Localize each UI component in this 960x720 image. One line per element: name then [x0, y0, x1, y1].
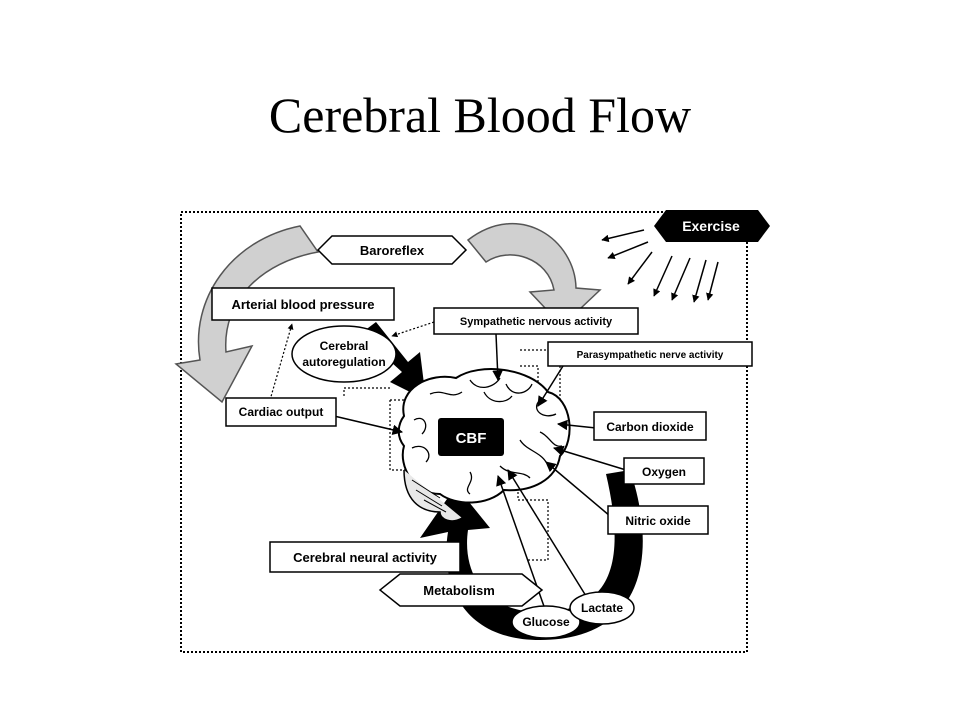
sympathetic-to-autoregulation-dotted-arrow [391, 321, 435, 338]
parasympathetic-nerve-activity-box [547, 341, 753, 367]
cardiac-output-box [225, 397, 337, 427]
carbon-dioxide-box [593, 411, 707, 441]
cerebral-autoregulation-line2: autoregulation [302, 355, 385, 369]
cardiac-to-arterial-dotted-arrow [269, 323, 294, 401]
diagram-frame [180, 211, 748, 653]
cardiac-output-label: Cardiac output [239, 405, 324, 419]
glucose-label: Glucose [522, 615, 570, 629]
glucose-node [511, 605, 581, 639]
metabolism-node [378, 573, 544, 607]
carbon-dioxide-label: Carbon dioxide [606, 420, 694, 434]
baroreflex-label: Baroreflex [360, 243, 425, 258]
nitric-oxide-label: Nitric oxide [625, 514, 691, 528]
cerebral-autoregulation-line1: Cerebral [320, 339, 369, 353]
metabolism-label: Metabolism [423, 583, 495, 598]
sympathetic-nervous-activity-box [433, 307, 639, 335]
oxygen-box [623, 457, 705, 485]
baroreflex-right-curved-arrow [466, 222, 602, 328]
lactate-node [569, 591, 635, 625]
cerebral-autoregulation-node [291, 325, 397, 383]
exercise-node [654, 210, 770, 242]
cerebral-neural-activity-box [269, 541, 461, 573]
cerebral-neural-activity-label: Cerebral neural activity [293, 550, 438, 565]
slide-title: Cerebral Blood Flow [268, 87, 692, 143]
nitric-oxide-box [607, 505, 709, 535]
baroreflex-left-curved-arrow [174, 225, 320, 404]
sympathetic-nervous-activity-label: Sympathetic nervous activity [460, 316, 613, 328]
baroreflex-node [316, 235, 468, 265]
exercise-label: Exercise [682, 218, 740, 234]
cbf-label: CBF [456, 430, 487, 447]
oxygen-label: Oxygen [642, 465, 686, 479]
exercise-rays [601, 229, 719, 303]
arterial-blood-pressure-box [211, 287, 395, 321]
parasympathetic-nerve-activity-label: Parasympathetic nerve activity [577, 350, 724, 361]
cbf-box [438, 418, 504, 456]
lactate-label: Lactate [581, 601, 623, 615]
arterial-blood-pressure-label: Arterial blood pressure [231, 297, 374, 312]
